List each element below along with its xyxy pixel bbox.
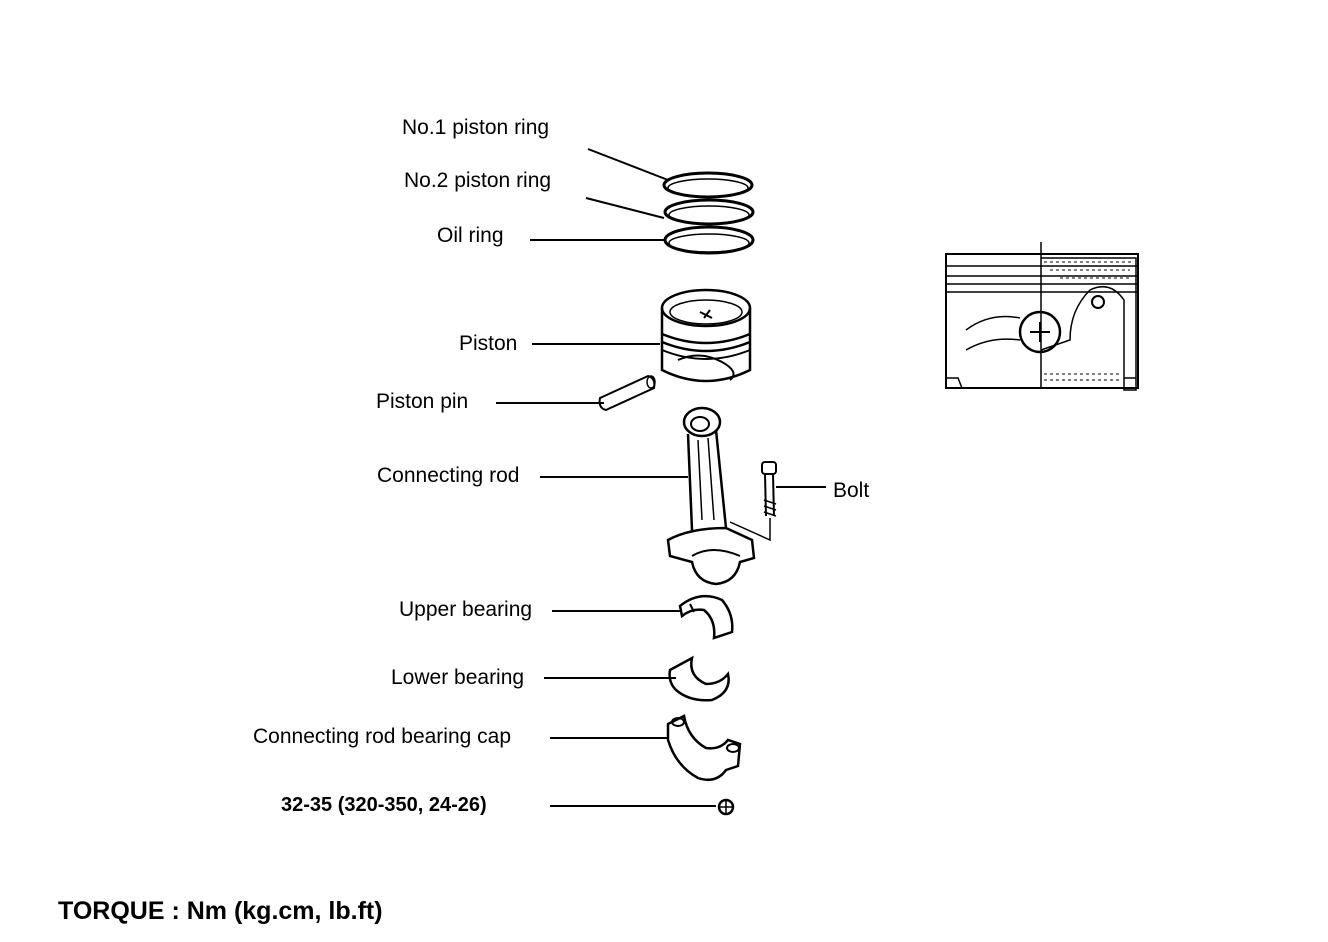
label-lower-bearing: Lower bearing (391, 666, 525, 689)
upper-bearing-drawing (678, 594, 734, 640)
piston-ring-2-drawing (663, 198, 755, 226)
label-no1-piston-ring: No.1 piston ring (402, 116, 550, 139)
leader-ring1 (587, 148, 669, 181)
piston-ring-1-drawing (662, 171, 754, 199)
label-no2-piston-ring: No.2 piston ring (404, 169, 552, 192)
label-piston-pin: Piston pin (376, 390, 469, 413)
oil-ring-drawing (663, 225, 755, 255)
label-oil-ring: Oil ring (437, 224, 504, 247)
label-connecting-rod: Connecting rod (377, 464, 520, 487)
torque-units-footer: TORQUE : Nm (kg.cm, lb.ft) (58, 897, 383, 925)
nut-drawing (717, 798, 735, 816)
label-torque-value: 32-35 (320-350, 24-26) (281, 794, 487, 816)
bearing-cap-drawing (666, 714, 742, 781)
label-bearing-cap: Connecting rod bearing cap (253, 725, 512, 748)
piston-pin-drawing (598, 374, 656, 412)
piston-cross-section-inset (945, 242, 1139, 391)
bolt-drawing (729, 461, 777, 542)
piston-drawing (660, 288, 752, 383)
label-piston: Piston (459, 332, 518, 355)
label-bolt: Bolt (833, 479, 870, 502)
connecting-rod-drawing (666, 406, 756, 586)
lower-bearing-drawing (668, 655, 730, 702)
label-upper-bearing: Upper bearing (399, 598, 533, 621)
leader-ring2 (585, 197, 665, 219)
